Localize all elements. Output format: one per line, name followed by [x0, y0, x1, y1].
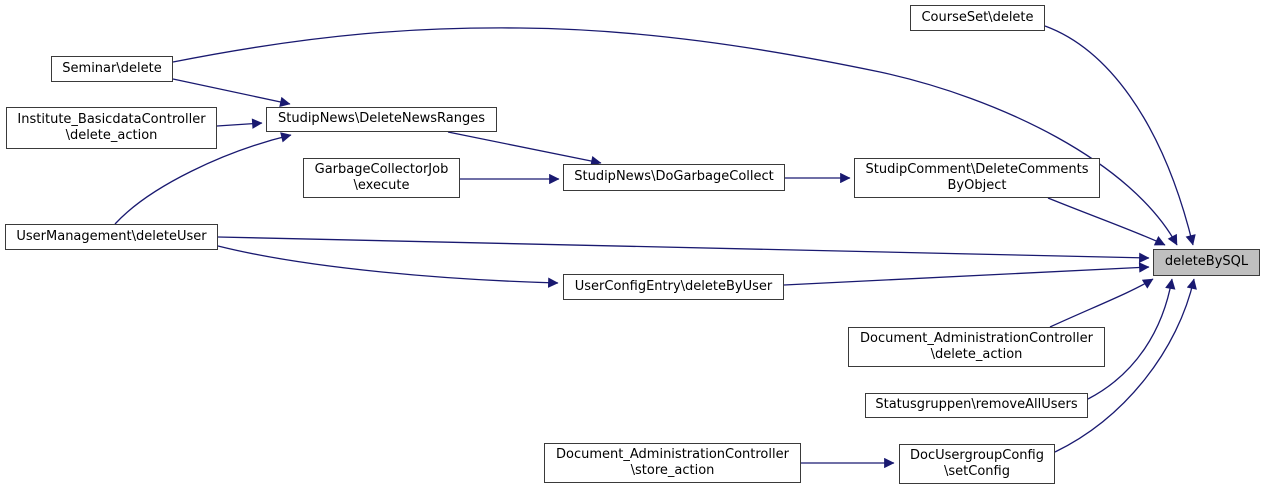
node-label: StudipNews\DeleteNewsRanges — [277, 111, 486, 127]
node-studipcomment-deletecommentsbyobject[interactable]: StudipComment\DeleteComments ByObject — [854, 158, 1100, 198]
node-courseset-delete[interactable]: CourseSet\delete — [910, 5, 1045, 31]
node-label-line2: \setConfig — [944, 464, 1010, 479]
node-label-line2: \delete_action — [65, 128, 158, 143]
node-deletebysql-current: deleteBySQL — [1153, 249, 1260, 276]
edge-usermanagement-deleteuser-to-deletebyuser — [217, 245, 559, 288]
node-label-line1: Institute_BasicdataController — [17, 111, 206, 127]
edge-deletecommentsbyobject-to-deletebysql — [1047, 197, 1166, 246]
node-label-line1: DocUsergroupConfig — [910, 447, 1044, 463]
node-label: StudipNews\DoGarbageCollect — [574, 169, 774, 185]
node-label-line1: GarbageCollectorJob — [314, 161, 449, 177]
node-userconfigentry-deletebyuser[interactable]: UserConfigEntry\deleteByUser — [563, 274, 784, 300]
node-label-line1: StudipComment\DeleteComments — [865, 161, 1089, 177]
node-label-line2: \execute — [353, 178, 410, 193]
edge-seminar-delete-to-deletenewsranges — [172, 78, 291, 108]
edge-usermanagement-deleteuser-to-deletebysql — [217, 236, 1150, 263]
node-label: CourseSet\delete — [921, 9, 1034, 25]
node-statusgruppen-removeallusers[interactable]: Statusgruppen\removeAllUsers — [865, 393, 1088, 418]
node-label-line1: Document_AdministrationController — [860, 330, 1093, 346]
edge-seminar-delete-to-deletebysql — [172, 27, 1178, 246]
node-label-line2: \store_action — [630, 463, 715, 478]
node-label: Statusgruppen\removeAllUsers — [875, 397, 1078, 413]
node-studipnews-dogarbagecollect[interactable]: StudipNews\DoGarbageCollect — [563, 164, 785, 191]
node-label: UserConfigEntry\deleteByUser — [574, 278, 773, 294]
node-label: Seminar\delete — [62, 60, 162, 76]
node-label: UserManagement\deleteUser — [16, 228, 207, 244]
node-seminar-delete[interactable]: Seminar\delete — [51, 56, 173, 82]
node-institute-basicdatacontroller-delete-action[interactable]: Institute_BasicdataController \delete_ac… — [6, 107, 217, 149]
node-label: deleteBySQL — [1164, 254, 1249, 270]
edge-deletebyuser-to-deletebysql — [783, 262, 1150, 286]
node-document-administrationcontroller-store-action[interactable]: Document_AdministrationController \store… — [544, 443, 801, 483]
edge-institute-delete-action-to-deletenewsranges — [216, 118, 263, 129]
node-garbagecollectorjob-execute[interactable]: GarbageCollectorJob \execute — [303, 158, 460, 198]
edge-document-delete-action-to-deletebysql — [1049, 278, 1154, 328]
node-docusergroupconfig-setconfig[interactable]: DocUsergroupConfig \setConfig — [899, 444, 1055, 484]
edge-deletenewsranges-to-dogarbagecollect — [447, 131, 602, 167]
node-label-line1: Document_AdministrationController — [556, 446, 789, 462]
edge-courseset-delete-to-deletebysql — [1044, 25, 1196, 246]
node-label-line2: ByObject — [947, 178, 1007, 193]
node-label-line2: \delete_action — [930, 347, 1023, 362]
node-studipnews-deletenewsranges[interactable]: StudipNews\DeleteNewsRanges — [266, 107, 497, 132]
node-usermanagement-deleteuser[interactable]: UserManagement\deleteUser — [5, 224, 218, 250]
node-document-administrationcontroller-delete-action[interactable]: Document_AdministrationController \delet… — [848, 327, 1105, 367]
